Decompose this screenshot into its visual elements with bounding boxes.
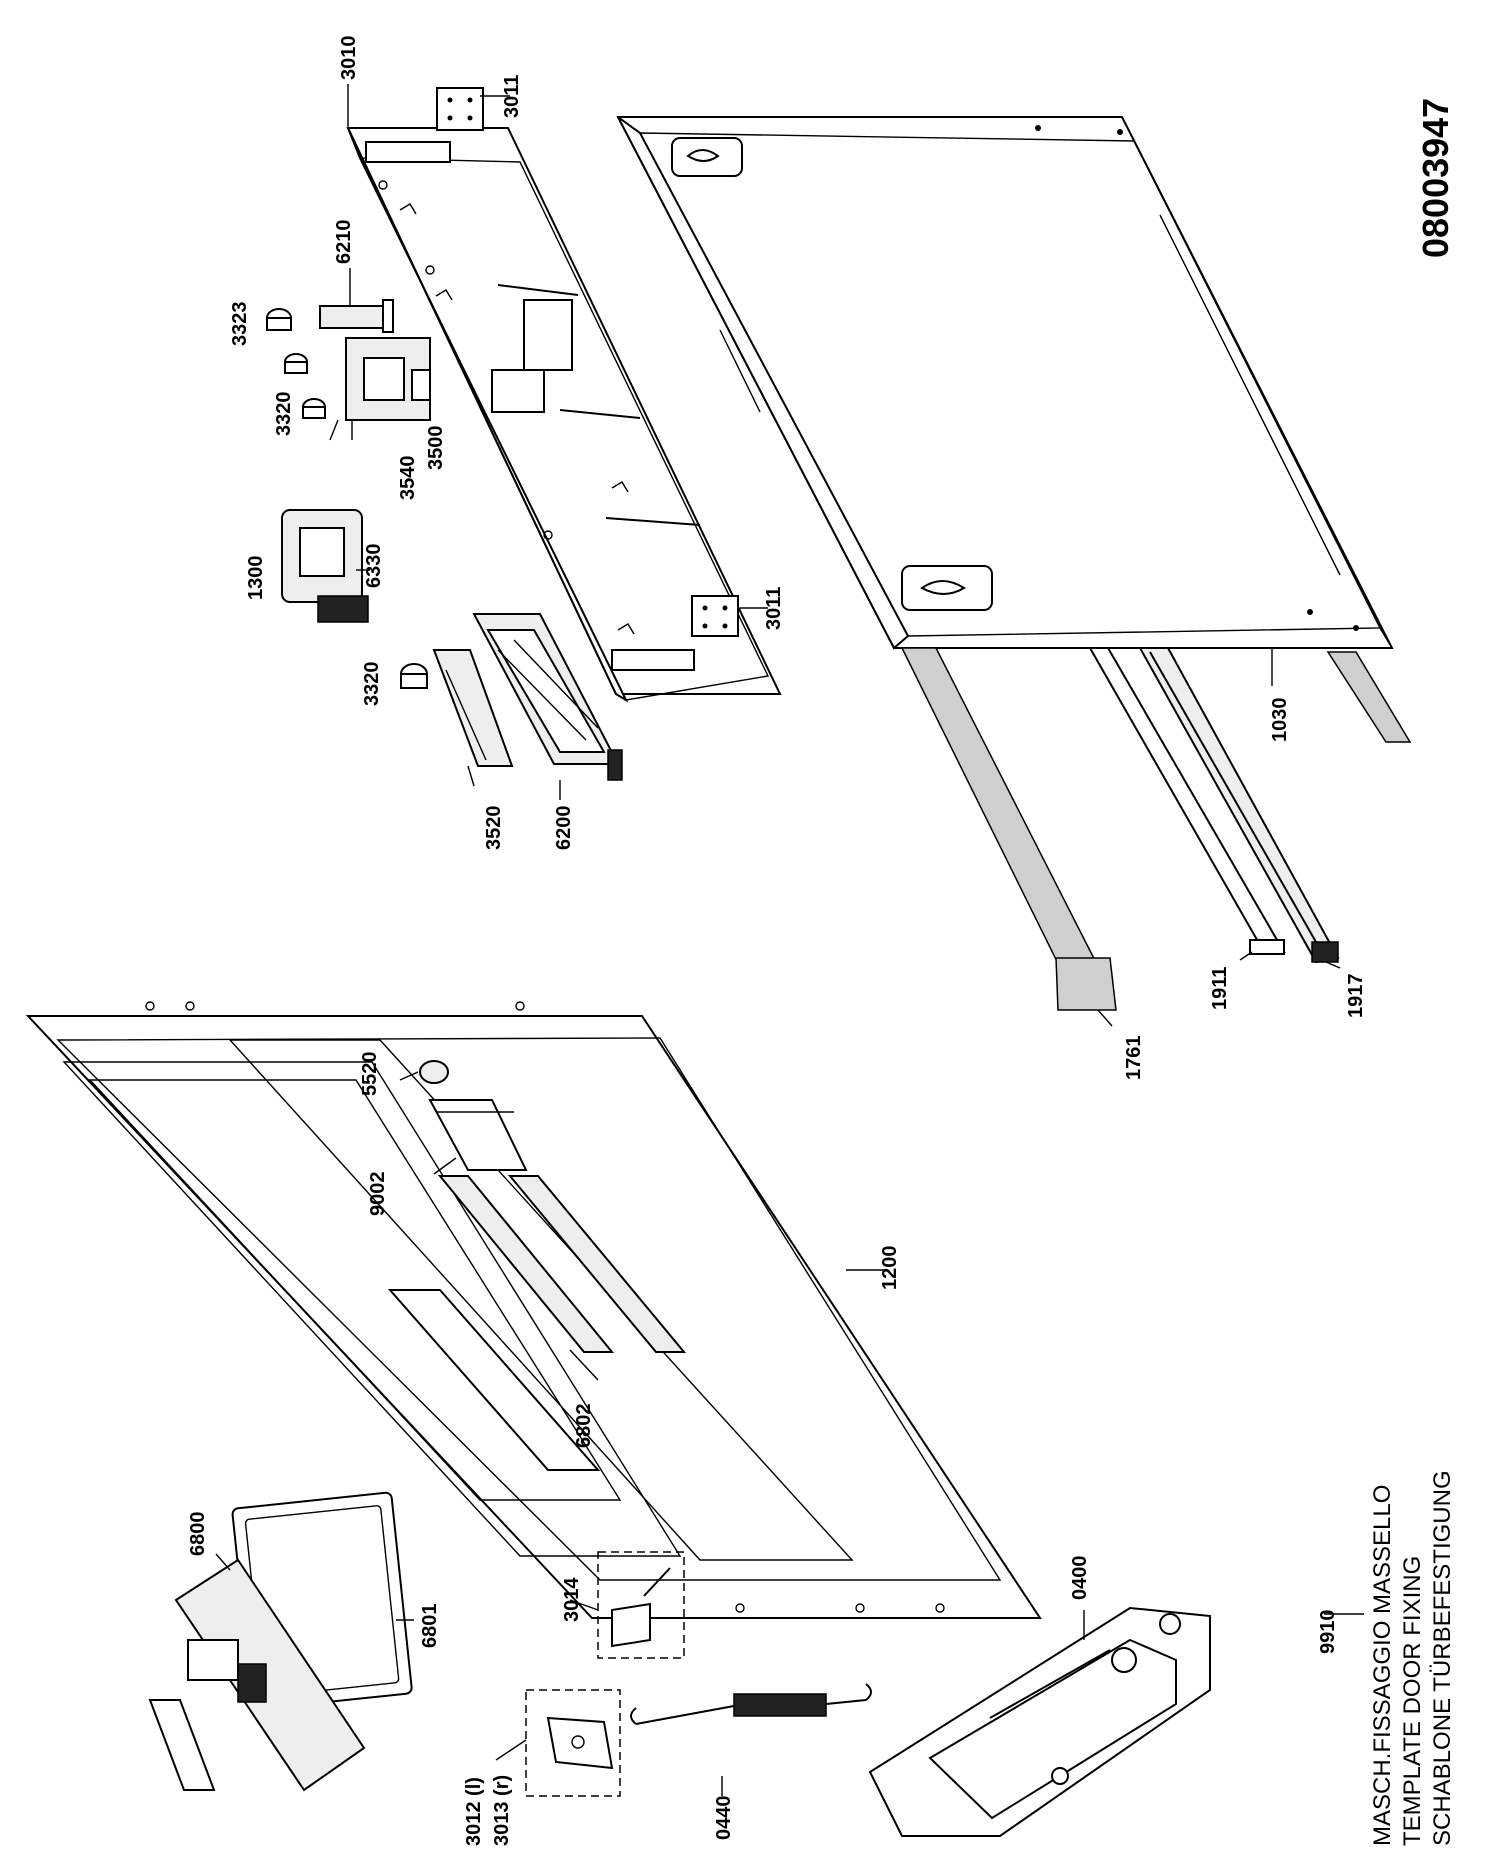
- label-6800: 6800: [187, 1512, 209, 1557]
- seals-group: [900, 647, 1412, 1011]
- part-labels: 3010 3011 3011 6210 3323 3320 3540 3500 …: [187, 36, 1367, 1847]
- label-9002: 9002: [367, 1172, 389, 1217]
- leader-lines: [215, 84, 1364, 1796]
- inner-frame: [346, 87, 782, 703]
- label-6200: 6200: [553, 806, 575, 851]
- label-5520: 5520: [359, 1052, 381, 1097]
- label-3323: 3323: [229, 302, 251, 347]
- label-3320-bottom: 3320: [361, 662, 383, 707]
- label-6802: 6802: [573, 1404, 595, 1449]
- label-6330: 6330: [363, 544, 385, 589]
- inner-door: [25, 1001, 1042, 1619]
- drawing-number: 08003947: [1415, 98, 1456, 258]
- label-3540: 3540: [397, 456, 419, 501]
- bottom-parts: [148, 1491, 1211, 1837]
- template-line-2: TEMPLATE DOOR FIXING: [1399, 1556, 1426, 1846]
- outer-door-panel: [616, 116, 1394, 650]
- label-3010: 3010: [338, 36, 360, 81]
- label-1917: 1917: [1345, 974, 1367, 1019]
- label-3500: 3500: [425, 426, 447, 471]
- label-1200: 1200: [879, 1246, 901, 1291]
- small-parts-group: [266, 299, 623, 781]
- label-3320-top: 3320: [273, 392, 295, 437]
- label-6801: 6801: [419, 1604, 441, 1649]
- label-3520: 3520: [483, 806, 505, 851]
- label-1911: 1911: [1209, 967, 1231, 1010]
- label-3013: 3013 (r): [491, 1775, 513, 1846]
- label-0440: 0440: [713, 1796, 735, 1841]
- label-3014: 3014: [561, 1577, 583, 1622]
- label-0400: 0400: [1069, 1556, 1091, 1601]
- label-1300: 1300: [245, 556, 267, 601]
- template-line-1: MASCH.FISSAGGIO MASSELLO: [1369, 1485, 1396, 1846]
- label-1761: 1761: [1123, 1036, 1145, 1081]
- template-line-3: SCHABLONE TÜRBEFESTIGUNG: [1429, 1470, 1456, 1846]
- template-note: MASCH.FISSAGGIO MASSELLO TEMPLATE DOOR F…: [1369, 1470, 1456, 1846]
- label-3011-bottom: 3011: [763, 587, 785, 630]
- label-3011-top: 3011: [501, 75, 523, 118]
- label-6210: 6210: [333, 220, 355, 265]
- label-9910: 9910: [1317, 1610, 1339, 1655]
- label-1030: 1030: [1269, 698, 1291, 743]
- label-3012: 3012 (l): [463, 1777, 485, 1846]
